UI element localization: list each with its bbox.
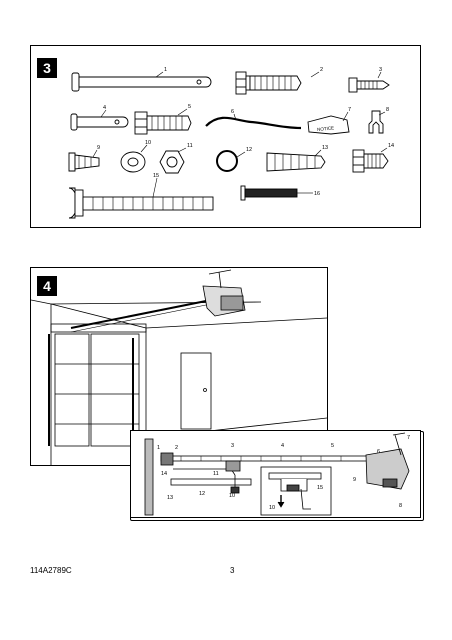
callout-14: 14 bbox=[388, 143, 394, 149]
callout-5: 5 bbox=[188, 104, 191, 110]
footer-part-number: 114A2789C bbox=[30, 566, 72, 575]
detail-callout-6: 6 bbox=[377, 449, 380, 455]
detail-callout-1: 1 bbox=[157, 445, 160, 451]
detail-callout-8: 8 bbox=[399, 503, 402, 509]
callout-7: 7 bbox=[348, 107, 351, 113]
callout-10: 10 bbox=[145, 140, 151, 146]
hex-nut-drawing bbox=[159, 150, 185, 174]
detail-callout-13: 13 bbox=[167, 495, 173, 501]
callout-4: 4 bbox=[103, 105, 106, 111]
callout-12: 12 bbox=[246, 147, 252, 153]
detail-callout-3: 3 bbox=[231, 443, 234, 449]
clevis-pin-short-drawing bbox=[70, 113, 129, 131]
notice-tag-label: NOTICE bbox=[317, 125, 334, 132]
ring-drawing bbox=[216, 150, 238, 172]
callout-3: 3 bbox=[379, 67, 382, 73]
rail-assembly-detail: 1 2 3 4 5 6 7 8 9 10 11 12 13 14 10 15 bbox=[130, 430, 421, 518]
callout-16: 16 bbox=[314, 191, 320, 197]
notice-tag-drawing bbox=[307, 115, 350, 135]
figure-3-hardware-illustration: 1 2 3 4 5 6 7 8 9 10 11 12 13 14 15 16 N… bbox=[68, 67, 394, 219]
callout-13: 13 bbox=[322, 145, 328, 151]
large-anchor-drawing bbox=[266, 152, 326, 172]
inset-callout-15: 15 bbox=[317, 485, 323, 491]
hex-bolt-drawing bbox=[134, 111, 192, 135]
detail-callout-5: 5 bbox=[331, 443, 334, 449]
detail-callout-14: 14 bbox=[161, 471, 167, 477]
callout-8: 8 bbox=[386, 107, 389, 113]
lock-washer-drawing bbox=[120, 151, 146, 173]
figure-3-number: 3 bbox=[37, 58, 57, 78]
garage-perspective-illustration bbox=[31, 269, 327, 465]
callout-11: 11 bbox=[187, 143, 193, 149]
callout-6: 6 bbox=[231, 109, 234, 115]
hex-screw-drawing bbox=[352, 149, 389, 173]
clevis-pin-drawing bbox=[71, 72, 212, 92]
detail-callout-4: 4 bbox=[281, 443, 284, 449]
detail-callout-9: 9 bbox=[353, 477, 356, 483]
detail-callout-11: 11 bbox=[213, 471, 219, 477]
figure-4-number: 4 bbox=[37, 276, 57, 296]
hex-bolt-long-drawing bbox=[235, 71, 302, 95]
carriage-bolt-drawing bbox=[68, 187, 214, 219]
detail-callout-12: 12 bbox=[199, 491, 205, 497]
detail-callout-2: 2 bbox=[175, 445, 178, 451]
machine-screw-drawing bbox=[240, 185, 298, 201]
spring-clip-drawing bbox=[368, 110, 384, 134]
callout-15: 15 bbox=[153, 173, 159, 179]
rail-assembly-illustration: 1 2 3 4 5 6 7 8 9 10 11 12 13 14 10 15 bbox=[144, 432, 410, 516]
rope-drawing bbox=[205, 116, 302, 130]
footer-page-number: 3 bbox=[230, 566, 235, 575]
lag-screw-drawing bbox=[348, 77, 390, 93]
callout-1: 1 bbox=[164, 67, 167, 73]
callout-9: 9 bbox=[97, 145, 100, 151]
detail-callout-7: 7 bbox=[407, 435, 410, 441]
inset-callout-10: 10 bbox=[269, 505, 275, 511]
callout-2: 2 bbox=[320, 67, 323, 73]
anchor-drawing bbox=[68, 152, 100, 172]
detail-callout-10: 10 bbox=[229, 493, 235, 499]
figure-3-panel: 3 bbox=[30, 45, 421, 228]
